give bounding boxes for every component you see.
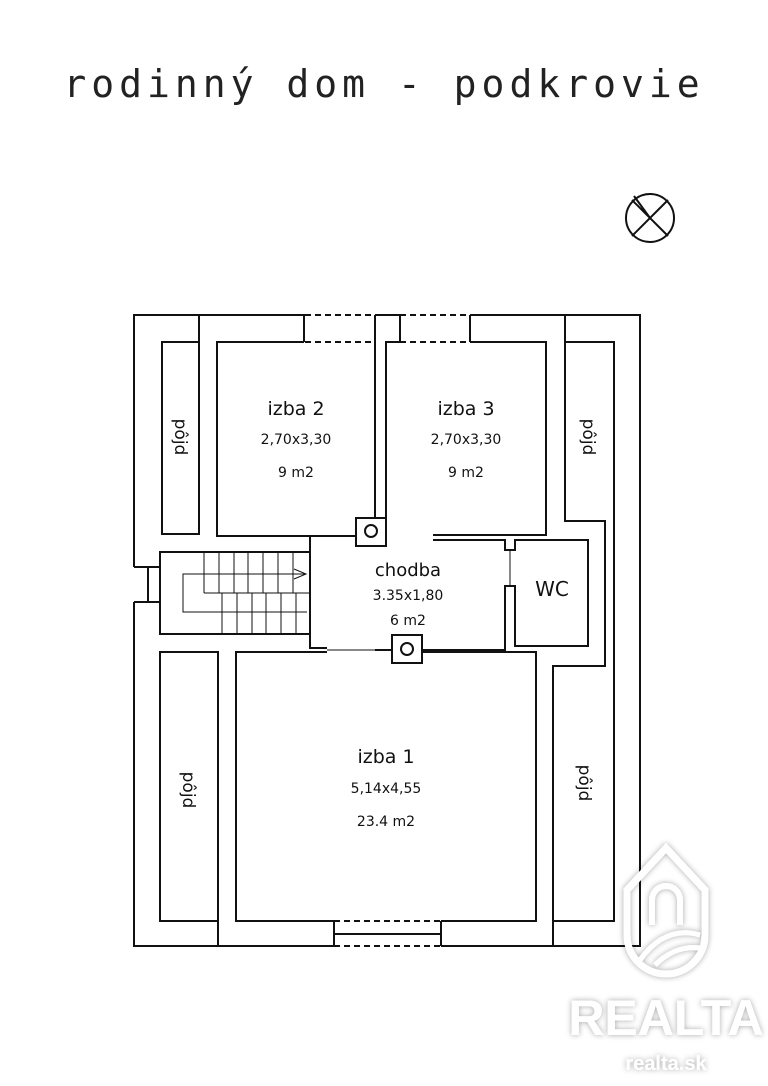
north-arrow-icon bbox=[625, 193, 675, 243]
attic-label-bottom-right: pôjd bbox=[574, 765, 594, 802]
room-name-chodba: chodba bbox=[375, 560, 441, 581]
room-dims-izba3: 2,70x3,30 bbox=[431, 432, 502, 448]
room-dims-izba2: 2,70x3,30 bbox=[261, 432, 332, 448]
attic-label-top-right: pôjd bbox=[578, 419, 598, 456]
room-area-chodba: 6 m2 bbox=[390, 613, 426, 629]
room-area-izba3: 9 m2 bbox=[448, 465, 484, 481]
realta-logo: REALTA realta.sk bbox=[568, 842, 764, 1075]
room-dims-chodba: 3.35x1,80 bbox=[373, 588, 444, 604]
staircase bbox=[182, 552, 310, 634]
room-name-izba2: izba 2 bbox=[267, 398, 324, 420]
plan-title: rodinný dom - podkrovie bbox=[63, 62, 705, 106]
attic-label-top-left: pôjd bbox=[170, 419, 190, 456]
room-name-izba3: izba 3 bbox=[437, 398, 494, 420]
watermark-url: realta.sk bbox=[625, 1053, 707, 1075]
attic-label-bottom-left: pôjd bbox=[178, 772, 198, 809]
walls bbox=[133, 314, 641, 947]
watermark-brand: REALTA bbox=[568, 990, 763, 1046]
room-area-izba2: 9 m2 bbox=[278, 465, 314, 481]
room-dims-izba1: 5,14x4,55 bbox=[351, 781, 422, 797]
room-area-izba1: 23.4 m2 bbox=[357, 814, 415, 830]
room-name-izba1: izba 1 bbox=[357, 746, 414, 768]
room-name-wc: WC bbox=[535, 577, 569, 601]
